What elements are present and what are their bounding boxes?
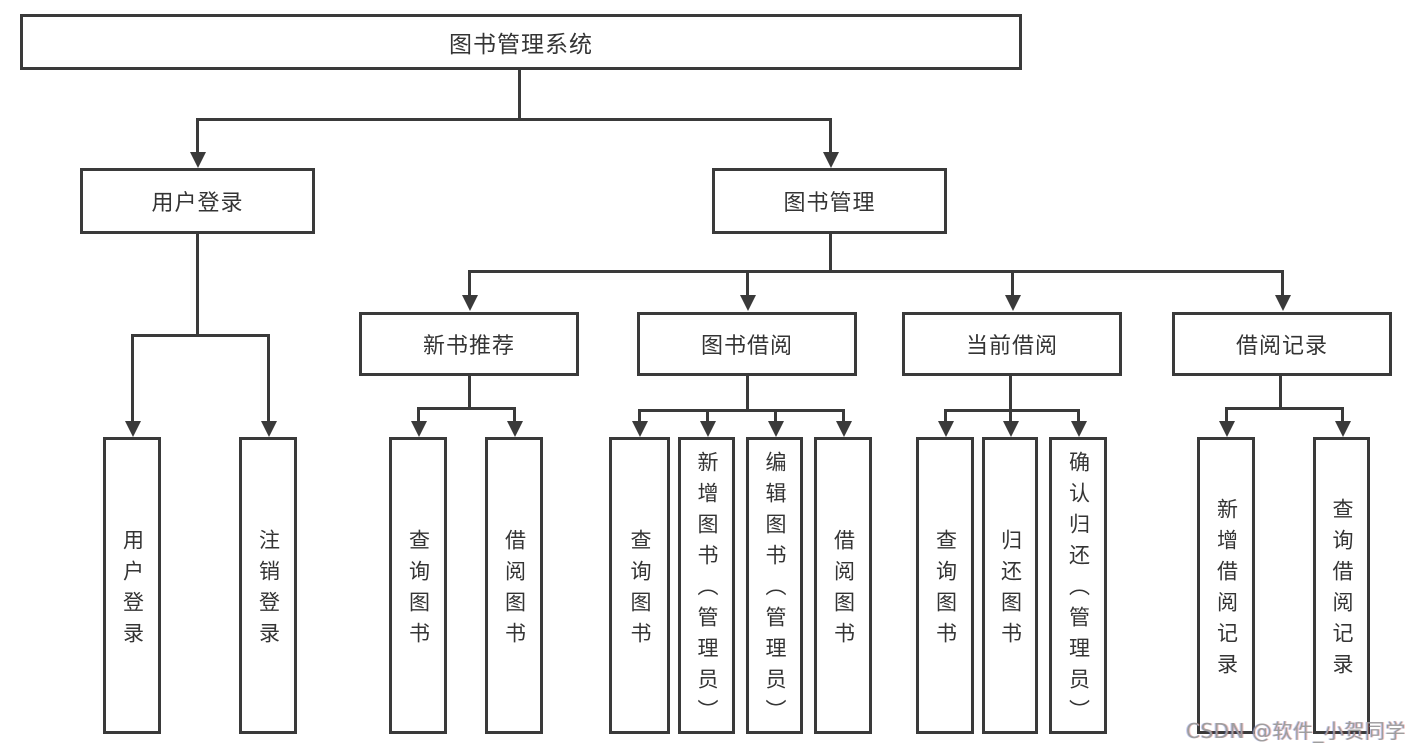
node-label: 查询图书: [628, 528, 652, 653]
node-label: 编辑图书（管理员）: [763, 451, 787, 730]
node-label: 归还图书: [998, 528, 1023, 653]
connector-arrow-to-user-login: [189, 119, 206, 168]
node-label: 当前借阅: [965, 334, 1058, 359]
node-new-book-recommendation: 新书推荐: [359, 312, 579, 376]
node-leaf-confirm-return-admin: 确认归还（管理员）: [1049, 437, 1107, 734]
node-label: 查询图书: [933, 528, 958, 653]
node-label: 借阅记录: [1235, 334, 1328, 359]
connector-arrow-to-logout-leaf: [260, 335, 277, 437]
node-leaf-query-books: 查询图书: [916, 437, 974, 734]
connector-arrow: [937, 410, 954, 437]
connector-arrow: [506, 408, 523, 437]
node-label: 借阅图书: [831, 528, 856, 653]
connector-arrow: [1002, 410, 1019, 437]
connector-hline-book-management: [468, 270, 1284, 273]
connector-stem-book-borrow: [746, 373, 749, 411]
node-label: 新增借阅记录: [1214, 497, 1239, 684]
node-leaf-edit-book-admin: 编辑图书（管理员）: [746, 437, 803, 734]
node-leaf-borrow-books: 借阅图书: [485, 437, 543, 734]
connector-stem-root: [518, 68, 521, 120]
connector-arrow: [631, 410, 648, 437]
connector-arrow: [835, 410, 852, 437]
node-label: 新增图书（管理员）: [695, 451, 719, 730]
connector-arrow: [1218, 408, 1235, 437]
node-borrowing-records: 借阅记录: [1172, 312, 1392, 376]
connector-arrow-to-new-book-recommend: [461, 271, 478, 311]
connector-hline-user-login: [131, 334, 270, 337]
node-label: 查询图书: [406, 528, 431, 653]
csdn-watermark: CSDN @软件_小贺同学: [1186, 719, 1405, 743]
connector-arrow-to-book-management: [822, 119, 839, 168]
connector-stem-current-borrow: [1009, 373, 1012, 411]
node-leaf-borrow-books: 借阅图书: [814, 437, 872, 734]
node-leaf-add-book-admin: 新增图书（管理员）: [678, 437, 735, 734]
connector-hline-current-borrow: [944, 409, 1080, 412]
connector-arrow: [410, 408, 427, 437]
connector-arrow-to-book-borrow: [739, 271, 756, 311]
node-library-management-system: 图书管理系统: [20, 14, 1022, 70]
node-label: 确认归还（管理员）: [1066, 451, 1091, 730]
node-leaf-logout: 注销登录: [239, 437, 297, 734]
node-leaf-user-login: 用户登录: [103, 437, 161, 734]
node-label: 图书管理: [783, 191, 876, 216]
node-label: 图书借阅: [700, 334, 793, 359]
connector-arrow-to-current-borrow: [1004, 271, 1021, 311]
node-current-borrowing: 当前借阅: [902, 312, 1122, 376]
connector-stem-new-book-recommend: [468, 373, 471, 409]
node-label: 借阅图书: [502, 528, 527, 653]
node-book-management: 图书管理: [712, 168, 947, 234]
node-label: 查询借阅记录: [1330, 497, 1354, 684]
connector-hline-book-borrow: [638, 409, 845, 412]
connector-hline-borrow-records: [1225, 407, 1344, 410]
node-book-borrowing: 图书借阅: [637, 312, 857, 376]
connector-arrow-to-borrow-records: [1274, 271, 1291, 311]
connector-stem-borrow-records: [1279, 373, 1282, 409]
node-label: 注销登录: [256, 528, 281, 653]
node-leaf-return-book: 归还图书: [982, 437, 1038, 734]
node-label: 新书推荐: [422, 334, 515, 359]
node-leaf-query-borrow-record: 查询借阅记录: [1313, 437, 1370, 734]
node-label: 用户登录: [120, 528, 145, 653]
connector-stem-book-management: [829, 231, 832, 272]
node-leaf-add-borrow-record: 新增借阅记录: [1197, 437, 1255, 734]
node-leaf-query-books: 查询图书: [389, 437, 447, 734]
node-label: 用户登录: [151, 191, 244, 216]
connector-arrow: [1070, 410, 1087, 437]
connector-hline-level1: [196, 118, 832, 121]
node-leaf-query-books: 查询图书: [609, 437, 670, 734]
connector-arrow-to-login-leaf: [124, 335, 141, 437]
connector-arrow: [767, 410, 784, 437]
connector-arrow: [699, 410, 716, 437]
connector-arrow: [1334, 408, 1351, 437]
node-label: 图书管理系统: [449, 32, 593, 58]
connector-stem-user-login: [196, 231, 199, 336]
node-user-login: 用户登录: [80, 168, 315, 234]
connector-hline-new-book-recommend: [417, 407, 516, 410]
